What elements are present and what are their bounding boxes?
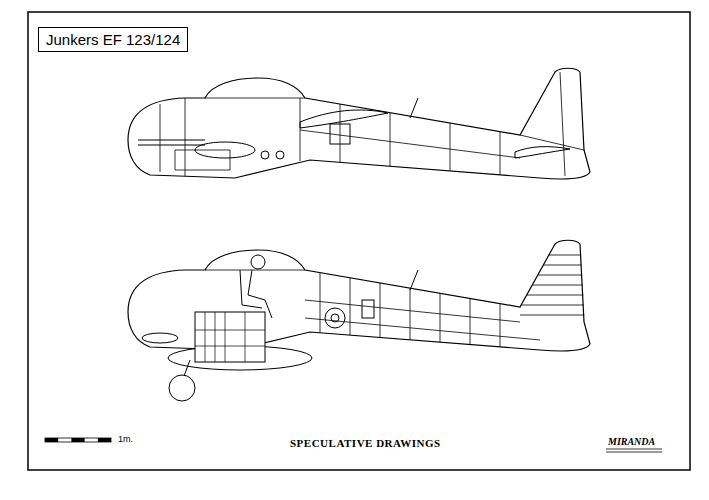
nose-wheel xyxy=(169,375,195,401)
exhaust-flame xyxy=(515,147,570,158)
gun-pod xyxy=(195,142,255,158)
pilot-seat xyxy=(240,270,272,318)
pilot-head xyxy=(251,255,265,269)
page-border xyxy=(28,12,690,470)
cutaway-view xyxy=(128,240,590,401)
scale-segment xyxy=(98,438,111,442)
fuselage-outline xyxy=(128,68,590,179)
engine-block xyxy=(195,312,265,362)
fin-ribs xyxy=(520,255,584,315)
scale-label: 1m. xyxy=(118,434,133,444)
wheel-hub xyxy=(331,314,339,322)
nose-bullet xyxy=(142,333,178,343)
logo-underline xyxy=(606,449,662,452)
title-box: Junkers EF 123/124 xyxy=(38,27,188,52)
engine-detail xyxy=(195,312,265,362)
door xyxy=(330,124,350,144)
scale-bar xyxy=(45,438,111,442)
scale-segment xyxy=(45,438,58,442)
caption: SPECULATIVE DRAWINGS xyxy=(290,437,441,450)
scale-frame xyxy=(45,438,111,442)
gun-barrel xyxy=(138,140,205,145)
main-wheel xyxy=(325,308,345,328)
exterior-view xyxy=(128,68,590,179)
window xyxy=(261,151,269,159)
panel-lines xyxy=(160,72,584,176)
exhaust-flame xyxy=(300,110,388,128)
gear-strut xyxy=(184,360,190,376)
instrument-panel xyxy=(362,300,374,318)
scale-segment xyxy=(71,438,84,442)
antenna xyxy=(410,98,418,118)
window xyxy=(276,151,284,159)
antenna xyxy=(410,270,418,290)
signature-logo: MIRANDA xyxy=(608,436,655,448)
